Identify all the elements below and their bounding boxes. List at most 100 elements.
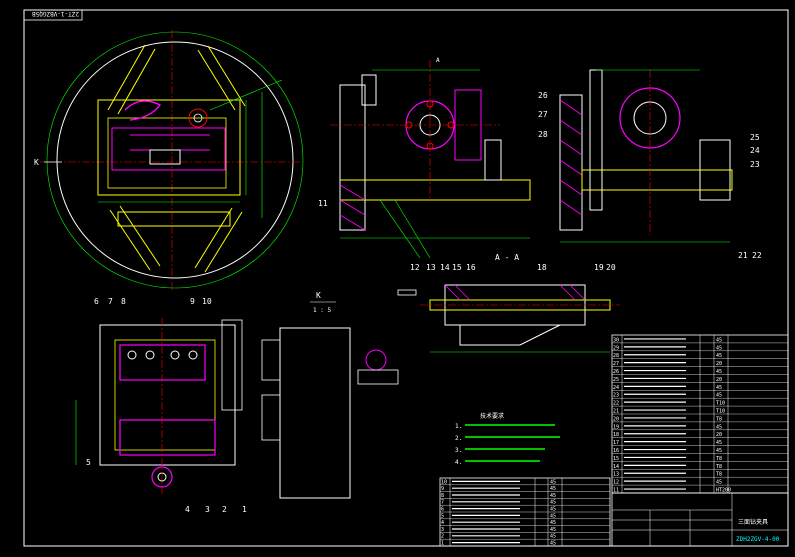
parts-row-number: 6 — [441, 507, 444, 513]
title-block-frame — [611, 492, 789, 547]
view-k-bracket — [357, 369, 399, 385]
section-handle — [397, 289, 417, 296]
front-drill-bush-inner — [193, 113, 203, 123]
parts-row-material: 45 — [550, 527, 556, 533]
balloon-18: 18 — [537, 263, 547, 272]
top-hatch-block — [119, 344, 206, 381]
balloon-24: 24 — [750, 146, 760, 155]
tech-req-line-1: 1. — [455, 423, 462, 430]
balloon-2: 2 — [222, 505, 227, 514]
view-k: K 1 : 5 — [261, 291, 399, 499]
parts-row-material: 45 — [716, 385, 722, 391]
side-vertical-plate — [339, 84, 366, 231]
balloons: 6 7 8 9 10 5 4 3 2 1 11 12 13 14 15 16 1… — [86, 91, 762, 514]
parts-row-material: 20 — [716, 377, 722, 383]
front-clamp-arc — [124, 100, 162, 121]
fixture-outer-circle — [56, 41, 294, 279]
view-k-body — [279, 327, 351, 499]
view-k-label: K — [316, 291, 321, 300]
balloon-1: 1 — [242, 505, 247, 514]
side-leader-b — [394, 199, 431, 259]
parts-row-material: 45 — [550, 493, 556, 499]
parts-row-number: 20 — [613, 416, 619, 422]
right-post — [589, 69, 603, 211]
tech-req-line-3: 3. — [455, 447, 462, 454]
parts-row-material: 20 — [716, 432, 722, 438]
balloon-13: 13 — [426, 263, 436, 272]
tech-req-title: 技术要求 — [480, 412, 504, 420]
side-right-post — [484, 139, 502, 181]
view-k-tab2 — [261, 394, 281, 441]
parts-row-material: T8 — [716, 416, 722, 422]
side-base — [339, 179, 531, 201]
parts-row-number: 15 — [613, 456, 619, 462]
balloon-3: 3 — [205, 505, 210, 514]
balloon-8: 8 — [121, 297, 126, 306]
side-clamp-post — [361, 74, 377, 106]
front-leader-top — [209, 79, 283, 111]
parts-row-number: 10 — [441, 479, 447, 485]
parts-row-number: 23 — [613, 393, 619, 399]
parts-row-material: 45 — [716, 480, 722, 486]
parts-row-material: 45 — [550, 507, 556, 513]
right-wall — [559, 94, 583, 231]
top-lower-clamp — [119, 419, 216, 456]
fixture-dimension-arc — [46, 31, 304, 289]
view-k-scale: 1 : 5 — [313, 307, 331, 314]
parts-row-number: 1 — [441, 541, 444, 547]
front-slot-bottom — [117, 211, 231, 227]
parts-row-number: 29 — [613, 345, 619, 351]
top-left-label-box — [23, 9, 83, 21]
front-inner-body — [107, 117, 227, 189]
title-name: 三面钻夹具 — [738, 518, 768, 526]
balloon-12: 12 — [410, 263, 420, 272]
parts-row-material: 45 — [716, 393, 722, 399]
parts-row-number: 2 — [441, 534, 444, 540]
balloon-9: 9 — [190, 297, 195, 306]
balloon-11: 11 — [318, 199, 328, 208]
view-k-tab — [261, 339, 281, 381]
parts-row-number: 7 — [441, 500, 444, 506]
drawing-number: ZDH2ZGV-4-00 — [736, 536, 780, 543]
parts-row-material: 45 — [716, 337, 722, 343]
balloon-27: 27 — [538, 110, 548, 119]
parts-row-number: 4 — [441, 520, 444, 526]
top-right-bar — [221, 319, 243, 411]
parts-row-material: 45 — [550, 486, 556, 492]
balloon-5: 5 — [86, 458, 91, 467]
front-view: K — [34, 30, 304, 290]
balloon-23: 23 — [750, 160, 760, 169]
balloon-14: 14 — [440, 263, 450, 272]
parts-row-number: 18 — [613, 432, 619, 438]
balloon-22: 22 — [752, 251, 762, 260]
top-left-label: 2ZT-1-VBZGQ5B — [32, 10, 79, 17]
section-view: A - A — [397, 253, 620, 353]
parts-row-material: T10 — [716, 401, 725, 407]
section-hatch — [444, 284, 586, 301]
balloon-21: 21 — [738, 251, 748, 260]
front-slot-lower-left — [109, 205, 161, 271]
top-outline — [99, 324, 236, 466]
parts-row-material: 45 — [716, 424, 722, 430]
parts-row-number: 8 — [441, 493, 444, 499]
parts-row-number: 27 — [613, 361, 619, 367]
parts-row-number: 25 — [613, 377, 619, 383]
parts-row-material: 45 — [716, 448, 722, 454]
parts-row-number: 3 — [441, 527, 444, 533]
balloon-4: 4 — [185, 505, 190, 514]
balloon-20: 20 — [606, 263, 616, 272]
balloon-16: 16 — [466, 263, 476, 272]
parts-row-material: T8 — [716, 456, 722, 462]
parts-row-number: 17 — [613, 440, 619, 446]
parts-row-number: 9 — [441, 486, 444, 492]
right-block — [699, 139, 731, 201]
balloon-6: 6 — [94, 297, 99, 306]
top-view — [75, 318, 243, 495]
parts-row-material: T10 — [716, 409, 725, 415]
front-body — [97, 99, 241, 196]
balloon-7: 7 — [108, 297, 113, 306]
section-lower-web — [459, 324, 561, 346]
